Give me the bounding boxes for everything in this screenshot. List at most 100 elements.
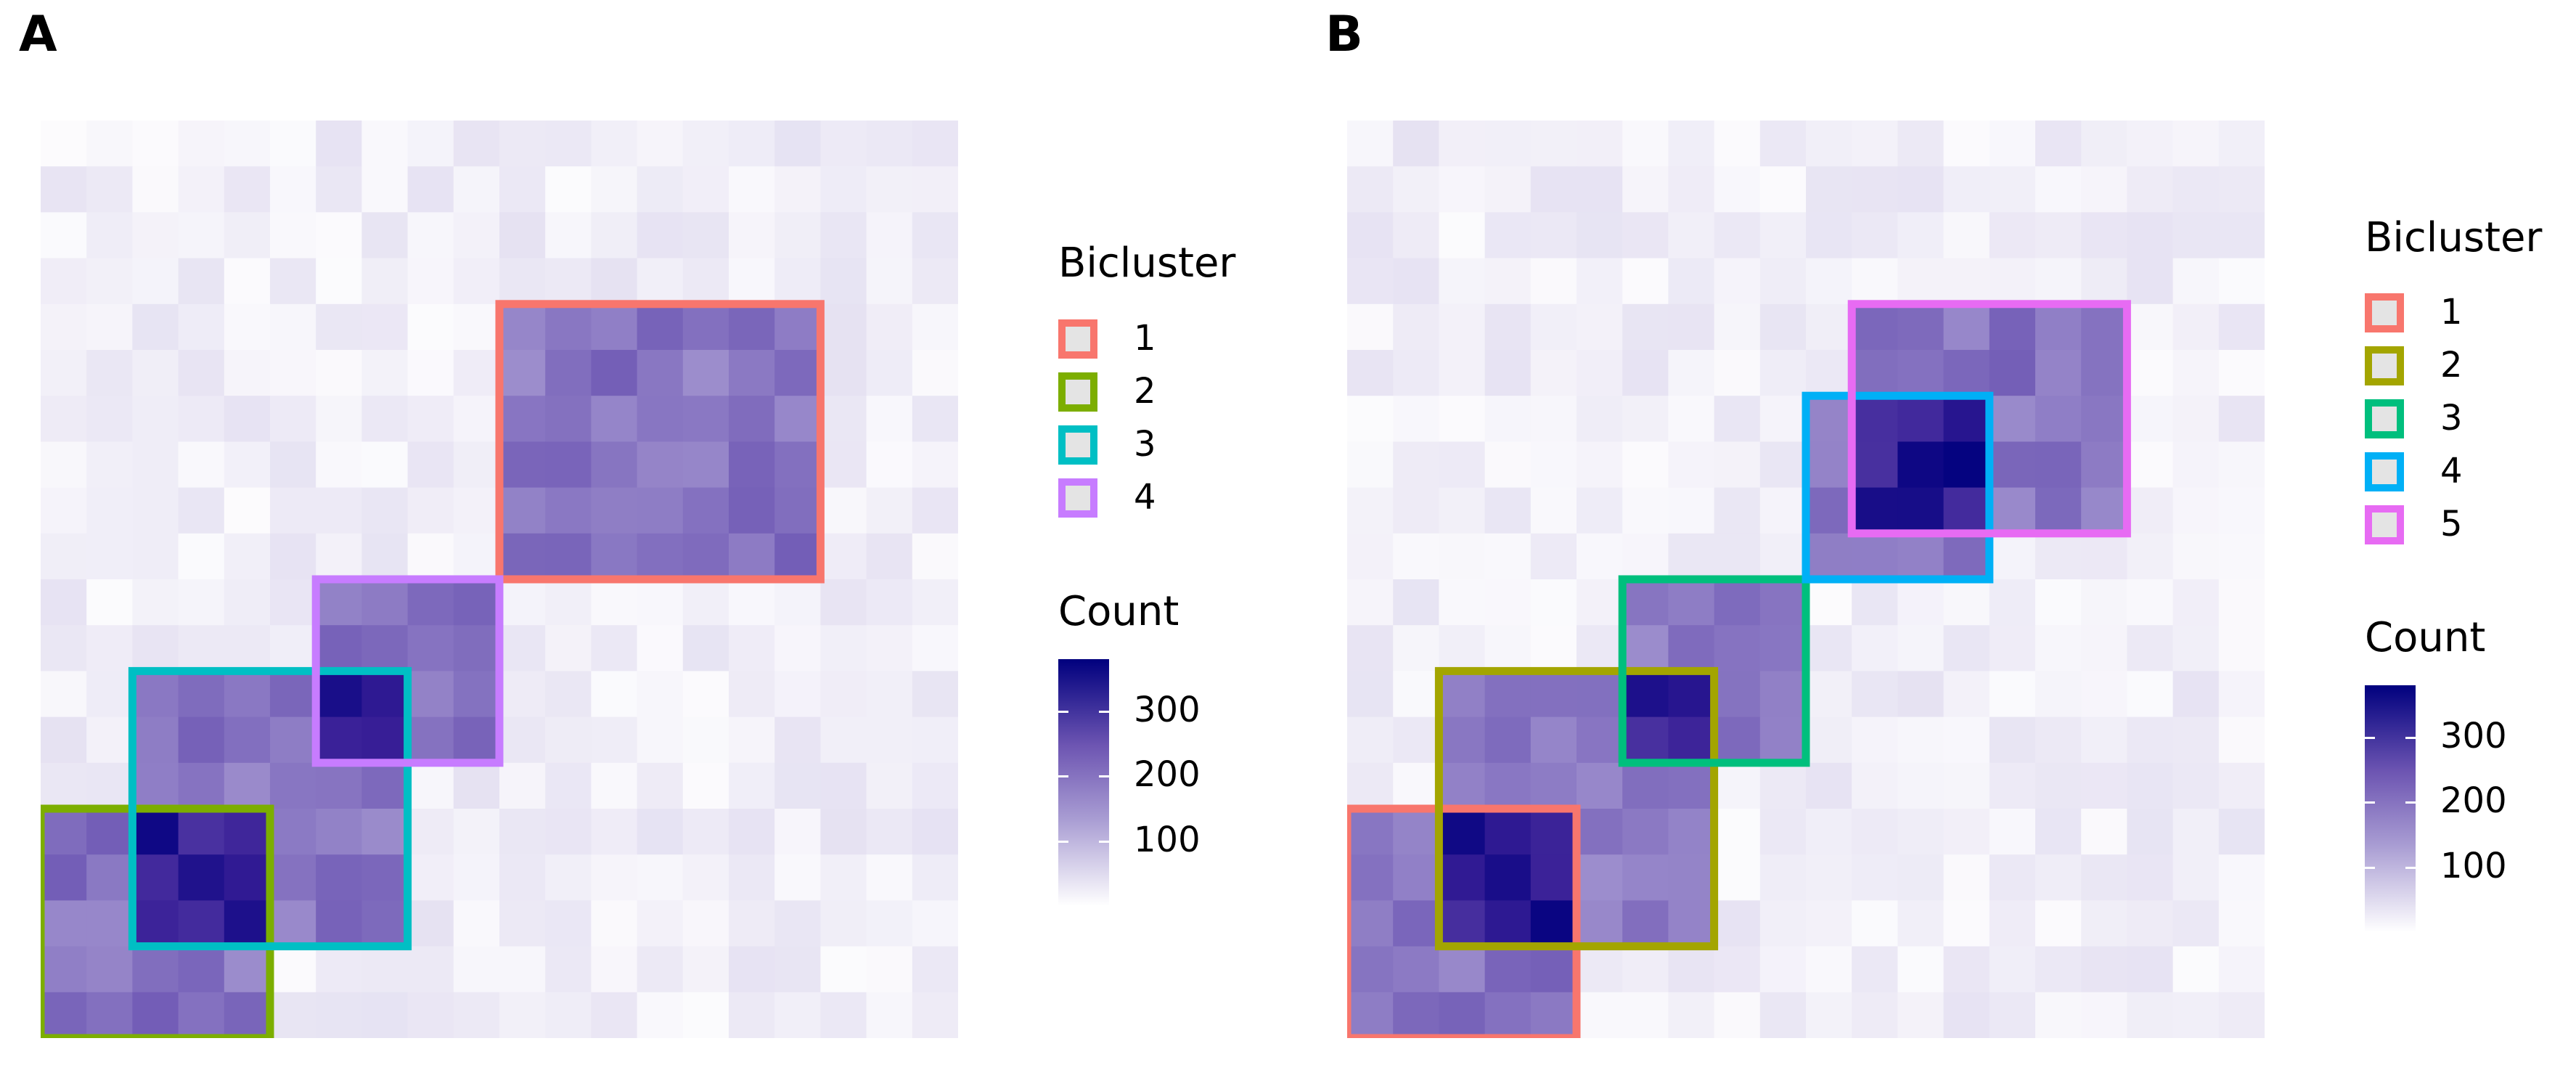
heatmap-cell <box>2081 809 2127 855</box>
heatmap-cell <box>86 854 133 901</box>
colorbar-tick-label: 300 <box>1134 689 1201 730</box>
colorbar-tick <box>1058 840 1068 843</box>
heatmap-cell <box>2081 716 2127 764</box>
heatmap-cell <box>1484 350 1532 396</box>
heatmap-cell <box>682 854 729 901</box>
heatmap-cell <box>2035 762 2082 809</box>
heatmap-cell <box>1347 396 1394 442</box>
heatmap-cell <box>1714 992 1761 1038</box>
heatmap-cell <box>224 258 271 305</box>
heatmap-cell <box>1897 900 1945 947</box>
heatmap-cell <box>1530 762 1577 809</box>
heatmap-cell <box>2035 854 2082 901</box>
heatmap-cell <box>1897 166 1945 213</box>
heatmap-cell <box>1622 533 1669 580</box>
heatmap-cell <box>2035 396 2082 442</box>
heatmap-cell <box>2081 487 2127 534</box>
heatmap-cell <box>912 946 958 993</box>
heatmap-cell <box>453 762 500 809</box>
heatmap-cell <box>545 258 592 305</box>
heatmap-cell <box>86 946 133 993</box>
heatmap-cell <box>912 671 958 718</box>
heatmap-cell <box>637 441 684 489</box>
heatmap-cell <box>1852 854 1898 901</box>
heatmap-cell <box>1484 900 1532 947</box>
heatmap-cell <box>453 166 500 213</box>
heatmap-cell <box>1989 258 2036 305</box>
heatmap-cell <box>866 166 913 213</box>
heatmap-cell <box>270 121 316 167</box>
heatmap-cell <box>2218 671 2265 718</box>
heatmap-cell <box>224 303 271 351</box>
heatmap-cell <box>545 900 592 947</box>
heatmap-cell <box>1439 579 1486 626</box>
heatmap-cell <box>361 350 409 396</box>
heatmap-cell <box>1714 533 1761 580</box>
heatmap-cell <box>1439 121 1486 167</box>
legend-key-1 <box>1058 319 1097 359</box>
heatmap-cell <box>1759 441 1807 489</box>
heatmap-cell <box>316 258 362 305</box>
heatmap-cell <box>2172 441 2220 489</box>
heatmap-cell <box>1714 671 1761 718</box>
heatmap-cell <box>1484 121 1532 167</box>
heatmap-cell <box>1347 900 1394 947</box>
heatmap-cell <box>912 350 958 396</box>
heatmap-cell <box>1759 303 1807 351</box>
heatmap-cell <box>682 533 729 580</box>
heatmap-cell <box>270 762 316 809</box>
heatmap-cell <box>132 441 179 489</box>
heatmap-cell <box>729 212 775 259</box>
heatmap-cell <box>224 396 271 442</box>
heatmap-cell <box>866 716 913 764</box>
heatmap-cell <box>1852 303 1898 351</box>
colorbar-tick <box>1058 775 1068 778</box>
heatmap-cell <box>499 258 546 305</box>
heatmap-cell <box>1530 212 1577 259</box>
heatmap-cell <box>1897 258 1945 305</box>
heatmap-cell <box>41 258 87 305</box>
heatmap-cell <box>270 900 316 947</box>
heatmap-cell <box>361 992 409 1038</box>
heatmap-cell <box>1806 533 1852 580</box>
heatmap-cell <box>1622 487 1669 534</box>
heatmap-cell <box>1897 992 1945 1038</box>
heatmap-cell <box>1393 212 1439 259</box>
heatmap-cell <box>820 121 867 167</box>
heatmap-cell <box>1530 487 1577 534</box>
heatmap-cell <box>774 625 821 671</box>
heatmap-cell <box>316 303 362 351</box>
heatmap-cell <box>1668 396 1715 442</box>
heatmap-cell <box>316 350 362 396</box>
heatmap-cell <box>820 350 867 396</box>
bicluster-box-4 <box>311 575 504 767</box>
heatmap-cell <box>2127 303 2174 351</box>
heatmap-cell <box>2218 487 2265 534</box>
heatmap-cell <box>1668 992 1715 1038</box>
heatmap-cell <box>361 487 409 534</box>
heatmap-cell <box>545 166 592 213</box>
heatmap-cell <box>2127 258 2174 305</box>
heatmap-cell <box>1806 900 1852 947</box>
heatmap-cell <box>1759 212 1807 259</box>
heatmap-cell <box>1989 854 2036 901</box>
heatmap-cell <box>1393 350 1439 396</box>
heatmap-cell <box>1393 487 1439 534</box>
heatmap-cell <box>1622 441 1669 489</box>
heatmap-cell <box>774 992 821 1038</box>
heatmap-cell <box>1577 671 1623 718</box>
heatmap-cell <box>224 441 271 489</box>
heatmap-cell <box>1622 900 1669 947</box>
heatmap-cell <box>132 900 179 947</box>
heatmap-cell <box>316 212 362 259</box>
heatmap-cell <box>866 946 913 993</box>
heatmap-cell <box>545 992 592 1038</box>
heatmap-cell <box>866 671 913 718</box>
heatmap-cell <box>591 487 638 534</box>
heatmap-cell <box>224 854 271 901</box>
heatmap-cell <box>316 396 362 442</box>
heatmap-cell <box>132 854 179 901</box>
heatmap-cell <box>132 946 179 993</box>
heatmap-cell <box>41 762 87 809</box>
heatmap-cell <box>1347 762 1394 809</box>
